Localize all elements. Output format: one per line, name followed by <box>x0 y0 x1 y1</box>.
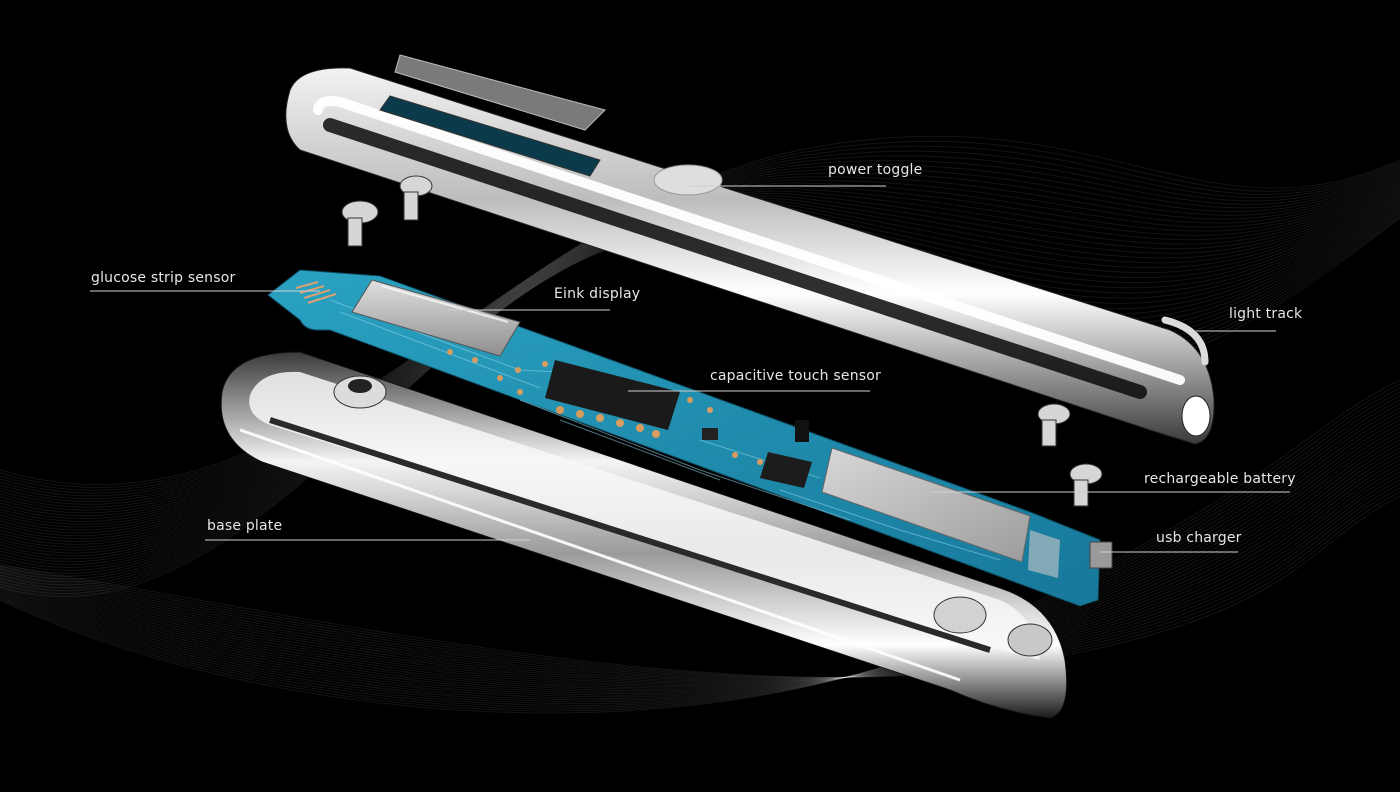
wave-line <box>0 487 1400 679</box>
eink-display-part <box>351 279 521 357</box>
wave-line <box>0 145 1400 491</box>
label-light-track: light track <box>1229 306 1303 322</box>
label-rechargeable-battery: rechargeable battery <box>1144 471 1296 487</box>
wave-line <box>0 427 1400 693</box>
label-eink-display: Eink display <box>554 286 641 302</box>
leader-lines <box>90 185 1290 553</box>
label-capacitive-touch-sensor: capacitive touch sensor <box>710 368 882 384</box>
wave-line <box>0 447 1400 686</box>
screw <box>1069 463 1103 507</box>
screw <box>399 175 433 221</box>
wave-line <box>0 415 1400 698</box>
wave-line <box>0 168 1400 505</box>
wave-line <box>0 431 1400 692</box>
wave-line <box>0 423 1400 695</box>
wave-line <box>0 459 1400 683</box>
wave-line <box>0 467 1400 681</box>
wave-line <box>0 155 1400 497</box>
wave-line <box>0 471 1400 681</box>
wave-line <box>0 419 1400 696</box>
wave-line <box>0 435 1400 690</box>
screw <box>1037 403 1071 447</box>
base-plate-part <box>220 351 1068 719</box>
label-glucose-strip-sensor: glucose strip sensor <box>91 270 236 286</box>
light-track-part <box>1161 316 1209 366</box>
screw <box>341 200 379 247</box>
wave-line <box>0 173 1400 511</box>
wave-line <box>0 463 1400 682</box>
screws <box>341 175 1103 507</box>
wave-line <box>0 479 1400 680</box>
wave-line <box>0 176 1400 517</box>
wave-line <box>0 483 1400 679</box>
wave-line <box>0 439 1400 689</box>
battery-part <box>821 447 1113 569</box>
wave-line <box>0 475 1400 680</box>
wave-line <box>0 171 1400 508</box>
wave-line <box>0 451 1400 685</box>
wave-line <box>0 164 1400 502</box>
label-power-toggle: power toggle <box>828 162 923 178</box>
wave-line <box>0 174 1400 514</box>
wave-line <box>0 150 1400 494</box>
wave-line <box>0 455 1400 684</box>
wave-line <box>0 491 1400 679</box>
pcb-board <box>267 269 1101 607</box>
wave-line <box>0 495 1400 678</box>
label-usb-charger: usb charger <box>1156 530 1242 546</box>
label-base-plate: base plate <box>207 518 283 534</box>
top-shell-part <box>285 54 1215 445</box>
wave-line <box>0 159 1400 500</box>
wave-line <box>0 140 1400 488</box>
wave-line <box>0 443 1400 688</box>
